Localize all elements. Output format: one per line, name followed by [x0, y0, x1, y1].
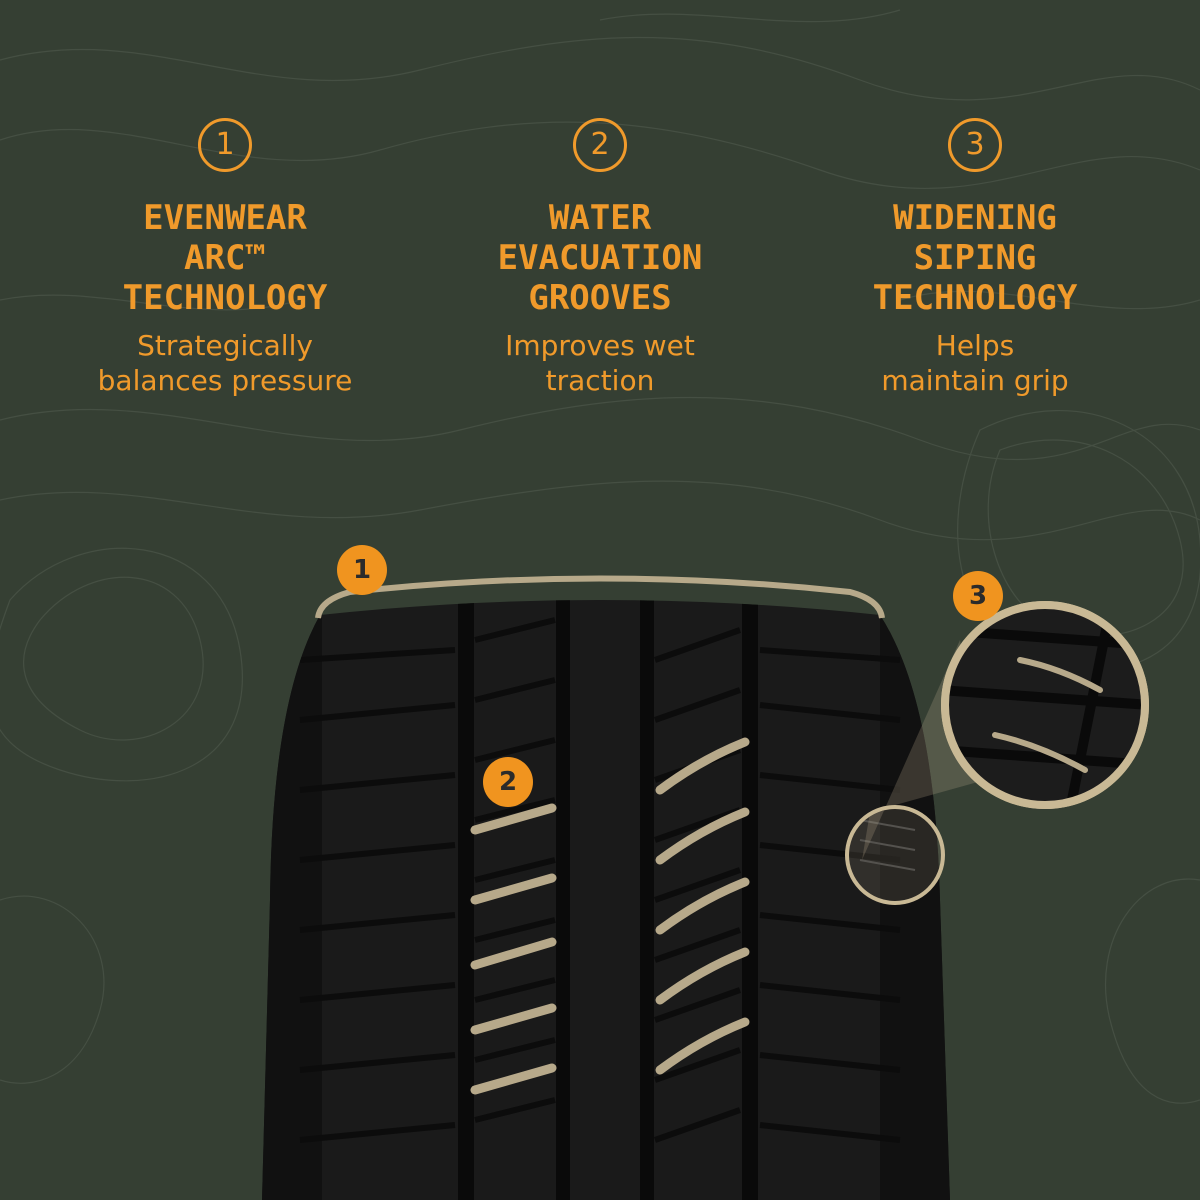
evenwear-arc-line — [315, 575, 885, 619]
callout-badge-grooves: 2 — [483, 757, 533, 807]
features-section: 1 EVENWEAR ARC™ TECHNOLOGY Strategically… — [0, 118, 1200, 448]
feature-number: 1 — [198, 118, 252, 172]
feature-number: 3 — [948, 118, 1002, 172]
feature-widening-siping: 3 WIDENING SIPING TECHNOLOGY Helps maint… — [805, 118, 1145, 398]
feature-water-evacuation: 2 WATER EVACUATION GROOVES Improves wet … — [430, 118, 770, 398]
tire-body — [262, 600, 950, 1200]
siping-zoom-circle — [941, 601, 1149, 809]
siping-target-circle — [845, 805, 945, 905]
feature-description: Improves wet traction — [505, 329, 695, 397]
feature-title: WATER EVACUATION GROOVES — [497, 198, 703, 318]
feature-evenwear-arc: 1 EVENWEAR ARC™ TECHNOLOGY Strategically… — [55, 118, 395, 398]
feature-title: EVENWEAR ARC™ TECHNOLOGY — [122, 198, 328, 318]
feature-title: WIDENING SIPING TECHNOLOGY — [872, 198, 1078, 318]
callout-badge-siping: 3 — [953, 571, 1003, 621]
feature-description: Helps maintain grip — [881, 329, 1069, 397]
feature-description: Strategically balances pressure — [97, 329, 353, 397]
feature-number: 2 — [573, 118, 627, 172]
callout-badge-arc: 1 — [337, 545, 387, 595]
